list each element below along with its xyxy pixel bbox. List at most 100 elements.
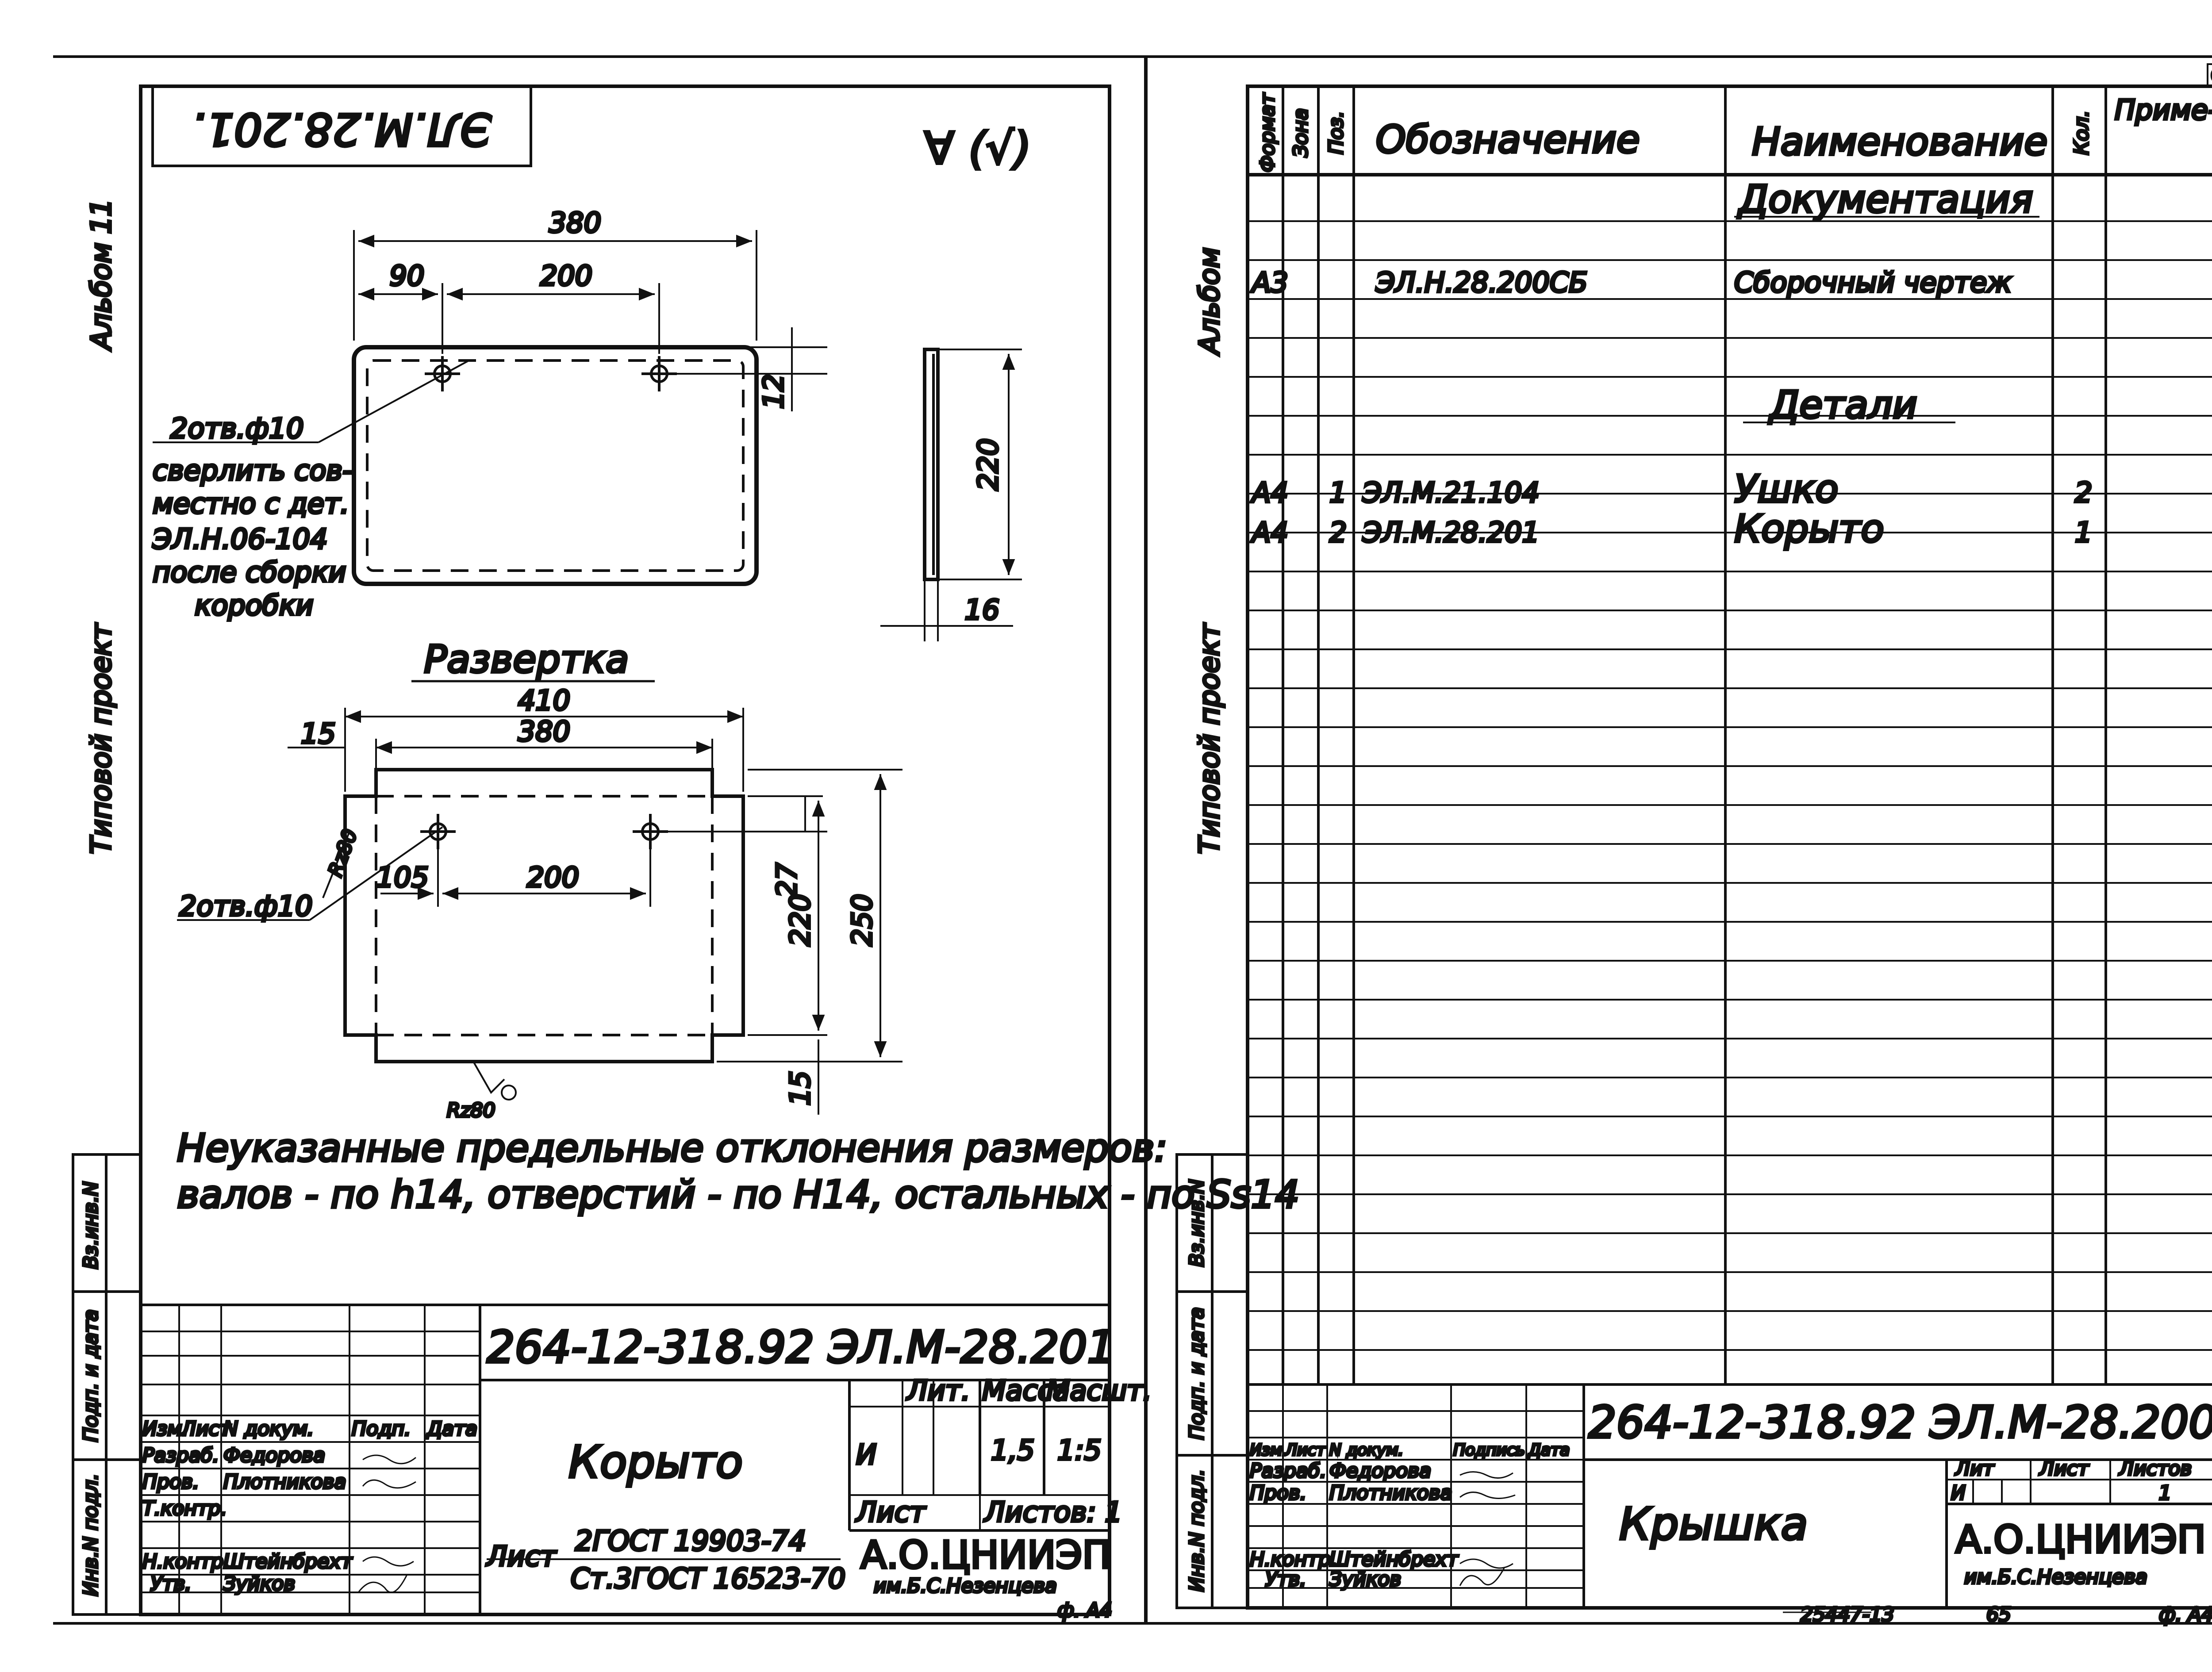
development-title: Развертка — [424, 637, 629, 682]
drawing-label: Н.контр. — [142, 1550, 230, 1573]
drawing-label: А3 — [1250, 266, 1288, 299]
drawing-label: 2 — [1329, 516, 1347, 548]
drawing-label: Кол. — [2070, 111, 2093, 155]
drawing-label: 1:5 — [1057, 1434, 1102, 1466]
drawing-label: Ушко — [1734, 467, 1839, 511]
drawing-label: им.Б.С.Незенцева — [1964, 1566, 2147, 1588]
drawing-label: Подпись — [1453, 1441, 1525, 1459]
right-code: 264-12-318.92 ЭЛ.М-28.200 — [1588, 1396, 2212, 1448]
drawing-label: Лист — [1284, 1441, 1326, 1459]
drawing-label: после сборки — [153, 556, 346, 588]
drawing-label: 65 — [1986, 1603, 2011, 1626]
drawing-label: Масса — [982, 1374, 1070, 1407]
strip-sign: Подп. и дата — [80, 1309, 102, 1442]
drawing-label: Плотникова — [1329, 1482, 1452, 1504]
drawing-label: Лист — [855, 1496, 926, 1528]
dev-dim-15-top: 15 — [301, 717, 336, 750]
drawing-label: Разраб. — [1250, 1460, 1326, 1482]
drawing-label: И — [1951, 1482, 1966, 1504]
roughness-side: Rz80 — [324, 826, 361, 879]
left-code: 264-12-318.92 ЭЛ.М-28.201 — [487, 1321, 1115, 1373]
mirrored-stamp-box — [151, 85, 532, 167]
drawing-label: 1 — [2075, 516, 2092, 548]
drawing-label: им.Б.С.Незенцева — [874, 1575, 1057, 1597]
mirrored-stamp: ЭЛ.М.28.201. — [192, 104, 492, 155]
drawing-label: ЭЛ.Н.06-104 — [152, 523, 328, 555]
drawing-label: Изм. — [142, 1418, 188, 1440]
drawing-label: ЭЛ.М.28.201 — [1362, 516, 1540, 548]
drawing-label: А4 — [1250, 476, 1288, 509]
left-title-block: Изм. Лист N докум. Подп. Дата Разраб. Фе… — [141, 1304, 1153, 1623]
strip-vz: Вз.инв.N — [80, 1181, 102, 1269]
drawing-label: Дата — [426, 1418, 477, 1440]
dev-dim-220: 220 — [784, 894, 816, 946]
drawing-label: Формат — [1256, 92, 1279, 172]
right-side-album: Альбом — [1193, 247, 1225, 356]
drawing-label: Пров. — [142, 1471, 199, 1493]
drawing-label: Зуйков — [1329, 1568, 1401, 1591]
drawing-label: Федорова — [1329, 1460, 1431, 1482]
drawing-label: Листов: 1 — [983, 1496, 1122, 1528]
side-profile — [923, 348, 940, 581]
drawing-label: Лист — [486, 1540, 557, 1572]
dim-90: 90 — [390, 260, 425, 292]
dev-dim-105: 105 — [376, 861, 429, 894]
drawing-label: Лит — [1955, 1457, 1995, 1480]
left-frame — [139, 84, 1111, 1616]
dim-200: 200 — [540, 260, 592, 292]
dim-220-side: 220 — [972, 438, 1004, 491]
roughness-bottom: Rz80 — [447, 1099, 495, 1122]
drawing-label: Утв. — [150, 1572, 191, 1595]
drawing-label: Подп. — [352, 1418, 411, 1440]
drawing-label: сверлить сов- — [153, 454, 352, 487]
drawing-label: 1 — [2159, 1482, 2171, 1504]
drawing-label: Сборочный чертеж — [1734, 266, 2012, 299]
drawing-label: N докум. — [1329, 1441, 1403, 1459]
dev-hole-label: 2отв.ф10 — [179, 890, 313, 922]
drawing-label: Ст.3ГОСТ 16523-70 — [571, 1562, 845, 1595]
development-outline — [343, 768, 745, 1063]
drawing-label: Штейнбрехт — [223, 1550, 353, 1573]
drawing-label: А4 — [1250, 516, 1288, 548]
drawing-label: Т.контр. — [142, 1497, 227, 1520]
drawing-label: Разраб. — [142, 1444, 219, 1467]
drawing-label: 2 — [2075, 476, 2092, 509]
spec-head-designation: Обозначение — [1376, 118, 1640, 162]
side-label-project: Типовой проект — [85, 623, 117, 854]
side-label-album: Альбом 11 — [85, 199, 117, 351]
right-sheet: 64 Альбом Типовой проект Инв.N подл. Под… — [1175, 63, 2212, 1627]
dev-dim-410: 410 — [518, 684, 570, 717]
notes-line-2: валов - по h14, отверстий - по H14, оста… — [177, 1173, 1299, 1217]
dev-dim-200: 200 — [527, 861, 579, 894]
spec-head-name: Наименование — [1752, 120, 2047, 164]
strip-inv: Инв.N подл. — [80, 1474, 102, 1596]
right-part-name: Крышка — [1619, 1498, 1808, 1550]
notes-line-1: Неуказанные предельные отклонения размер… — [177, 1126, 1167, 1170]
right-frame — [1246, 84, 2212, 1610]
spec-section-parts: Детали — [1768, 383, 1917, 427]
dim-16: 16 — [965, 594, 1000, 626]
drawing-label: Пров. — [1250, 1482, 1306, 1504]
drawing-label: местно с дет. — [153, 487, 349, 520]
right-org: А.О.ЦНИИЭП — [1955, 1518, 2206, 1562]
drawing-label: Лист — [180, 1418, 231, 1440]
drawing-label: Приме-чание — [2115, 94, 2212, 126]
plate-view — [352, 345, 759, 586]
drawing-label: Дата — [1528, 1441, 1570, 1459]
drawing-label: 25447-13 — [1801, 1603, 1894, 1626]
drawing-label: Зона — [1290, 108, 1312, 157]
drawing-label: 1,5 — [991, 1434, 1035, 1466]
drawing-label: Зуйков — [223, 1572, 295, 1595]
drawing-label: ф. А4 — [2159, 1603, 2212, 1626]
drawing-label: Инв.N подл. — [1186, 1469, 1208, 1592]
drawing-label: Поз. — [1325, 111, 1348, 154]
drawing-label: 2отв.ф10 — [170, 412, 304, 445]
drawing-label: Федорова — [223, 1444, 325, 1467]
drawing-label: Корыто — [1734, 507, 1884, 551]
drawing-label: ф. А4 — [1057, 1599, 1112, 1622]
drawing-label: Штейнбрехт — [1329, 1548, 1459, 1571]
page-number: 64 — [2211, 67, 2212, 85]
left-sheet: ЭЛ.М.28.201. ∀ (√) Альбом 11 Типовой про… — [72, 57, 1301, 1623]
drawing-label: Изм. — [1250, 1441, 1287, 1459]
